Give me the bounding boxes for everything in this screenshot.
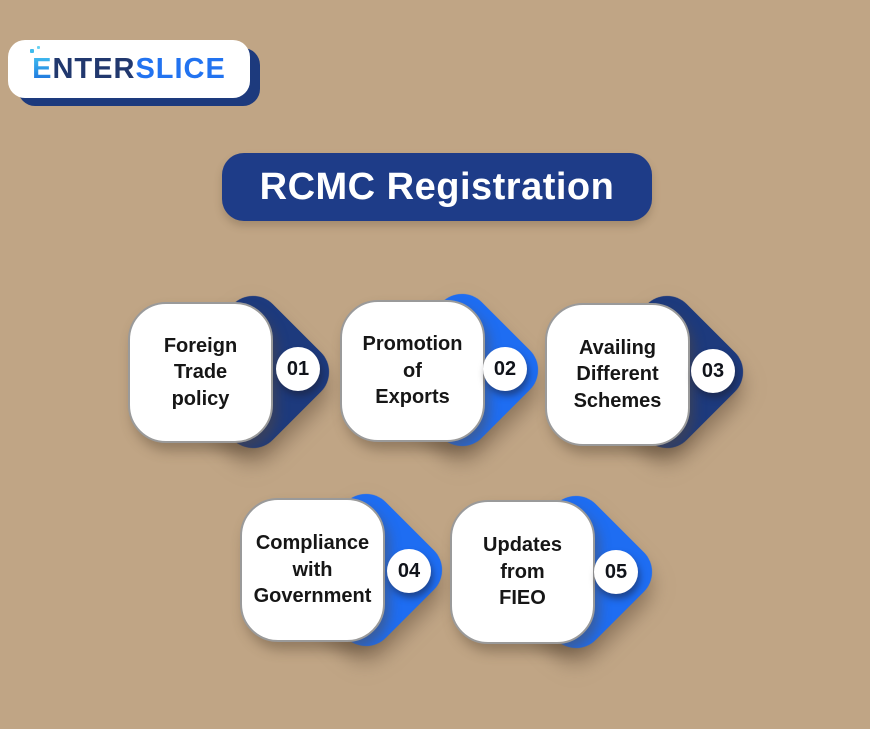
step-label-line: policy — [171, 387, 230, 410]
step-label-line: from — [500, 560, 545, 583]
step-label-line: Promotion — [362, 333, 463, 356]
step-label-line: Compliance — [255, 532, 370, 555]
step-label-line: FIEO — [499, 587, 546, 610]
step-label-line: Foreign — [163, 334, 238, 357]
step-number-badge: 05 — [594, 550, 638, 594]
logo-text-blue: SLICE — [135, 52, 226, 85]
step-label-line: Government — [253, 585, 372, 608]
step-number-badge: 02 — [483, 347, 527, 391]
step-number-badge: 04 — [387, 549, 431, 593]
step-number-badge: 03 — [691, 349, 735, 393]
step-label-line: Availing — [578, 336, 657, 359]
logo-text-navy: NTER — [52, 52, 136, 85]
step-label-line: Trade — [173, 361, 228, 384]
page-title: RCMC Registration — [222, 153, 652, 221]
step-number-badge: 01 — [276, 347, 320, 391]
step-label-line: Schemes — [573, 389, 662, 412]
step-label-line: Updates — [483, 534, 562, 557]
step-label-line: of — [403, 359, 422, 382]
step-label-line: with — [292, 558, 333, 581]
step-label-line: Exports — [375, 386, 450, 409]
step-label-line: Different — [576, 363, 659, 386]
logo-pixel-e-icon: E — [30, 45, 52, 86]
